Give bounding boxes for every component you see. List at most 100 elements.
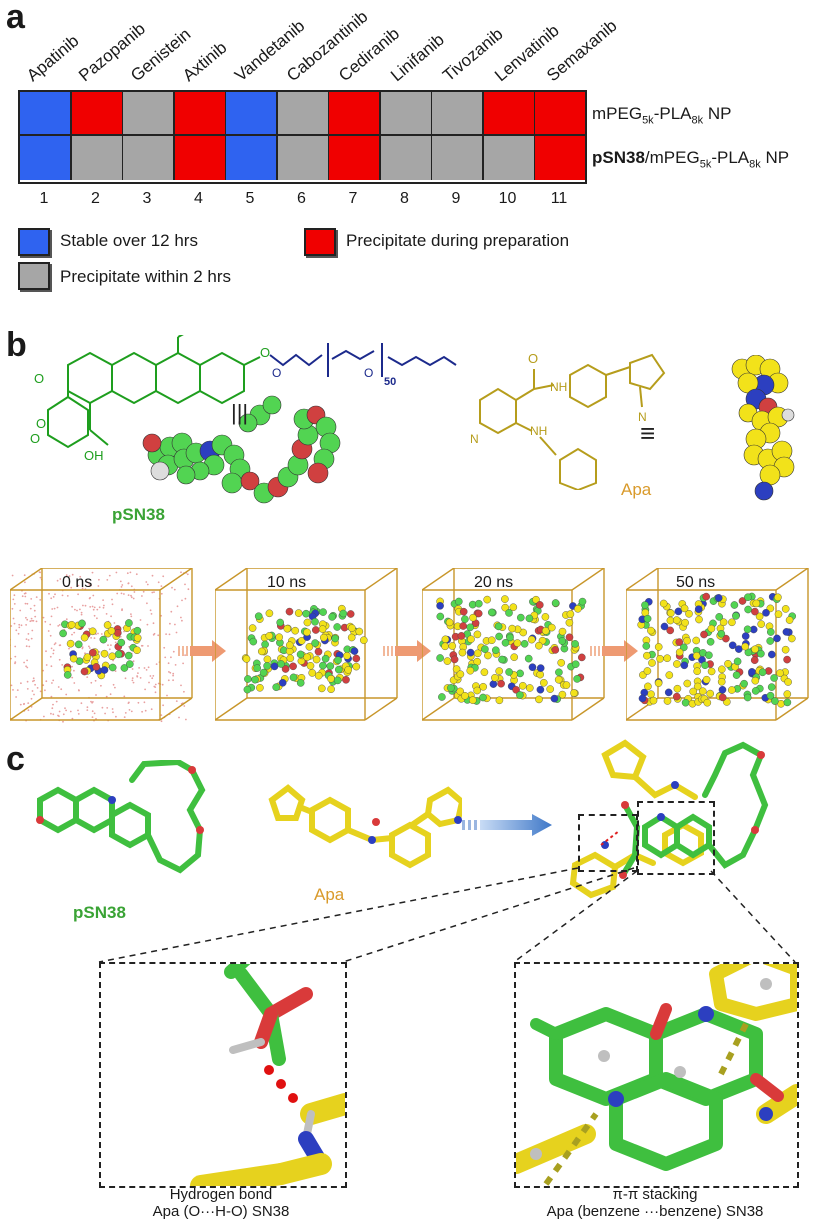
column-number: 10	[498, 190, 517, 207]
legend-label-quick: Precipitate within 2 hrs	[60, 267, 232, 286]
grid-cell-r2-c4	[174, 136, 227, 180]
svg-text:O: O	[528, 351, 538, 366]
panel-c-letter: c	[6, 740, 25, 778]
psn38-atom	[150, 461, 170, 481]
grid-cell-r1-c4	[174, 92, 227, 136]
column-number: 8	[400, 190, 409, 207]
triple-bar-symbol: |||	[231, 400, 249, 425]
legend-swatch-stable	[18, 228, 50, 256]
row1-label: mPEG5k-PLA8k NP	[592, 104, 732, 127]
md-box-4: 50 ns	[625, 567, 826, 733]
md-box-2: 10 ns	[214, 567, 415, 733]
column-number: 1	[39, 190, 49, 207]
grid-cell-r2-c3	[123, 136, 175, 180]
pipi-caption: π-π stacking Apa (benzene ···benzene) SN…	[500, 1186, 810, 1220]
md-progress-arrow-icon	[590, 640, 638, 667]
row2-label: pSN38/mPEG5k-PLA8k NP	[592, 148, 790, 171]
grid-cell-r1-c9	[432, 92, 484, 136]
legend-swatch-precip	[304, 228, 336, 256]
panel-b-letter: b	[6, 326, 27, 364]
svg-text:NH: NH	[530, 424, 547, 438]
svg-text:O: O	[260, 345, 270, 360]
pipi-region-marker	[637, 801, 715, 875]
column-number: 9	[451, 190, 461, 207]
hbond-title: Hydrogen bond	[169, 1186, 273, 1203]
svg-text:OH: OH	[84, 448, 104, 463]
column-number: 2	[91, 190, 100, 207]
pipi-zoom-drawing	[516, 964, 797, 1186]
column-number: 7	[348, 190, 358, 207]
legend-label-stable: Stable over 12 hrs	[60, 231, 198, 250]
legend-label-precip: Precipitate during preparation	[346, 231, 570, 250]
grid-cell-r1-c11	[535, 92, 585, 136]
pipi-zoom-panel	[514, 962, 799, 1188]
grid-cell-r1-c6	[277, 92, 330, 136]
svg-text:O: O	[34, 371, 44, 386]
column-number: 4	[194, 190, 203, 207]
grid-cell-r2-c9	[432, 136, 484, 180]
apa-label-c: Apa	[314, 885, 345, 904]
grid-cell-r2-c5	[226, 136, 278, 180]
drug-label: Apatinib	[23, 31, 83, 86]
apa-spacefill-model	[731, 355, 795, 501]
panel-a-letter: a	[6, 0, 25, 36]
grid-cell-r1-c1	[20, 92, 72, 136]
grid-cell-r1-c8	[380, 92, 433, 136]
hbond-zoom-panel	[99, 962, 347, 1188]
md-timepoint-label: 50 ns	[676, 574, 716, 591]
svg-text:N: N	[470, 432, 479, 446]
grid-cell-r1-c3	[123, 92, 175, 136]
md-timepoint-label: 0 ns	[62, 574, 93, 591]
hbond-detail: Apa (O···H-O) SN38	[152, 1203, 290, 1220]
md-timepoint-label: 20 ns	[474, 574, 514, 591]
md-box-1: 0 ns	[9, 567, 210, 733]
psn38-atom	[238, 413, 258, 433]
svg-text:NH: NH	[550, 380, 567, 394]
grid-cell-r1-c5	[226, 92, 278, 136]
psn38-atom	[142, 433, 162, 453]
svg-text:O: O	[30, 431, 40, 446]
psn38-atom	[221, 472, 243, 494]
md-progress-arrow-icon	[178, 640, 226, 667]
apa-label-b: Apa	[621, 480, 652, 499]
grid-cell-r2-c11	[535, 136, 585, 180]
svg-text:N: N	[638, 410, 647, 424]
hbond-zoom-drawing	[190, 964, 345, 1186]
svg-text:O: O	[36, 416, 46, 431]
binding-arrow-icon	[462, 814, 552, 836]
grid-cell-r2-c10	[483, 136, 536, 180]
psn38-stick-model	[36, 760, 206, 874]
grid-cell-r2-c7	[329, 136, 381, 180]
psn38-atom	[262, 395, 282, 415]
grid-cell-r2-c8	[380, 136, 433, 180]
svg-text:O: O	[364, 366, 373, 380]
legend-swatch-quick	[18, 262, 50, 290]
repeat-subscript: 50	[384, 376, 396, 388]
pipi-title: π-π stacking	[612, 1186, 698, 1203]
md-box-3: 20 ns	[421, 567, 622, 733]
column-number: 6	[297, 190, 306, 207]
grid-cell-r2-c2	[71, 136, 124, 180]
psn38-label-b: pSN38	[112, 505, 165, 524]
psn38-atom	[240, 471, 260, 491]
column-number: 5	[245, 190, 255, 207]
column-number: 3	[142, 190, 152, 207]
pipi-detail: Apa (benzene ···benzene) SN38	[546, 1203, 764, 1220]
apa-structure-drawing: O NH N N NH	[470, 351, 666, 490]
apa-atom	[781, 408, 795, 422]
grid-cell-r1-c7	[329, 92, 381, 136]
equivalence-symbol: ≡	[640, 418, 656, 448]
svg-text:O: O	[272, 366, 281, 380]
psn38-label-c: pSN38	[73, 903, 126, 922]
hbond-caption: Hydrogen bond Apa (O···H-O) SN38	[99, 1186, 343, 1220]
md-timepoint-label: 10 ns	[267, 574, 307, 591]
grid-cell-r2-c6	[277, 136, 330, 180]
psn38-atom	[307, 462, 329, 484]
hbond-region-marker	[578, 814, 638, 872]
apa-atom	[754, 481, 774, 501]
grid-cell-r1-c2	[71, 92, 124, 136]
grid-cell-r1-c10	[483, 92, 536, 136]
psn38-atom	[176, 465, 196, 485]
apa-stick-model	[268, 784, 462, 869]
psn38-spacefill-model	[142, 395, 341, 504]
